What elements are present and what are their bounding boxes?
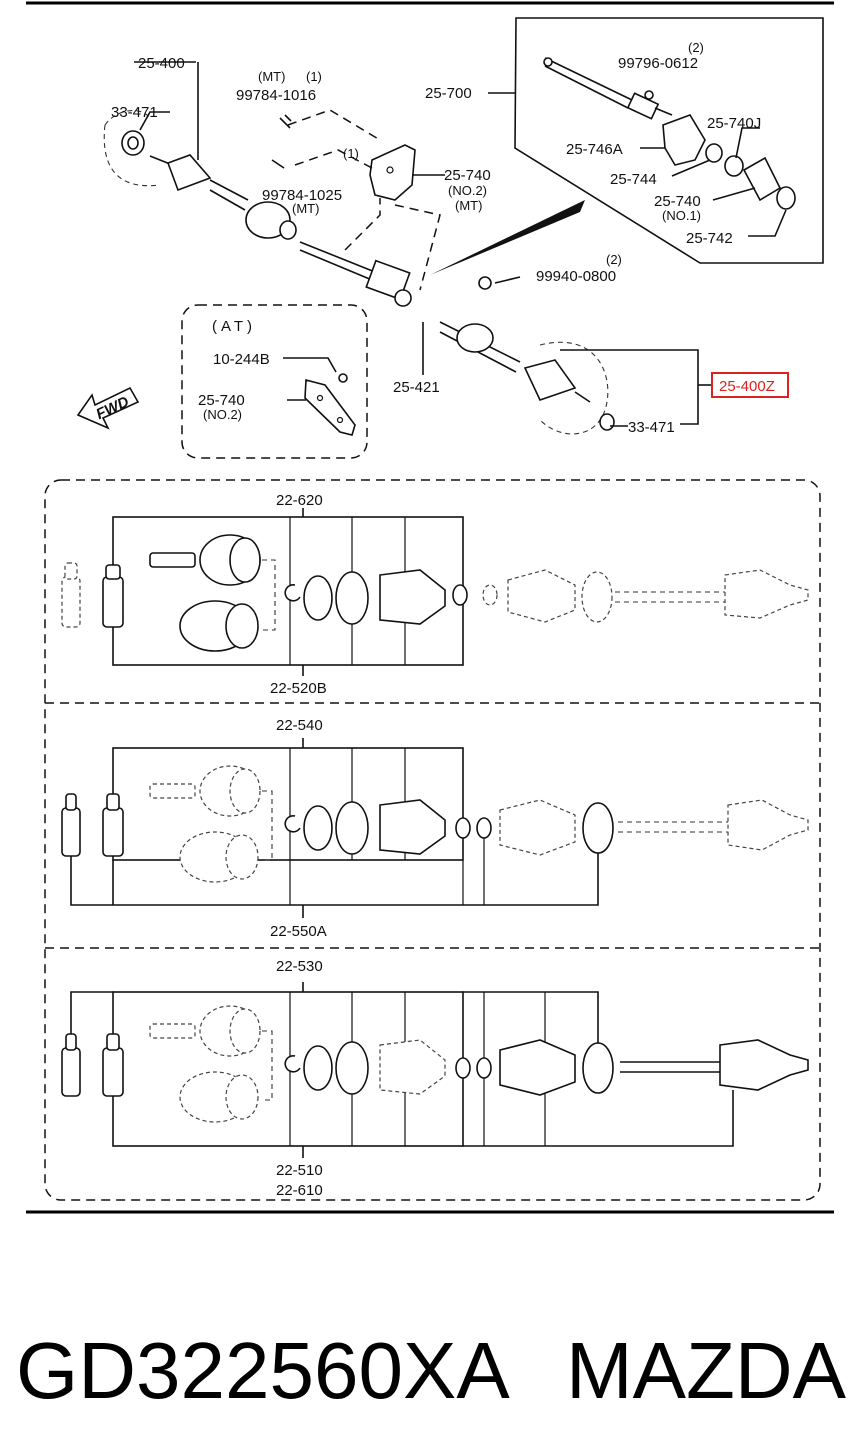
inset-at	[181, 304, 368, 459]
label-25-746a[interactable]: 25-746A	[566, 141, 623, 158]
section-22-620	[61, 508, 809, 676]
label-25-744[interactable]: 25-744	[610, 171, 657, 188]
label-99940-0800[interactable]: 99940-0800	[536, 268, 616, 285]
label-99784-1025[interactable]: 99784-1025	[262, 187, 342, 204]
exploded-panel	[44, 479, 821, 1201]
brand-name: MAZDA	[566, 1326, 847, 1415]
label-25-400[interactable]: 25-400	[138, 55, 185, 72]
label-25-700[interactable]: 25-700	[425, 85, 472, 102]
inset-25-700	[514, 17, 824, 264]
label-qty2-b: (2)	[606, 252, 622, 267]
label-25-740[interactable]: 25-740	[444, 167, 491, 184]
label-25-740-at[interactable]: 25-740	[198, 392, 245, 409]
label-22-520b[interactable]: 22-520B	[270, 680, 327, 697]
label-22-540[interactable]: 22-540	[276, 717, 323, 734]
label-22-620[interactable]: 22-620	[276, 492, 323, 509]
label-25-400z[interactable]: 25-400Z	[719, 378, 775, 395]
section-22-530	[61, 982, 809, 1158]
label-33-471-top[interactable]: 33-471	[111, 104, 158, 121]
label-mt-b: (MT)	[292, 201, 319, 216]
label-qty1-b: (1)	[343, 146, 359, 161]
label-22-510[interactable]: 22-510	[276, 1162, 323, 1179]
label-25-742[interactable]: 25-742	[686, 230, 733, 247]
label-25-421[interactable]: 25-421	[393, 379, 440, 396]
label-25-740j[interactable]: 25-740J	[707, 115, 761, 132]
upper-assembly	[103, 61, 712, 435]
fwd-arrow-icon: FWD	[76, 386, 140, 430]
label-22-550a[interactable]: 22-550A	[270, 923, 327, 940]
label-25-740-no1[interactable]: 25-740	[654, 193, 701, 210]
label-at: (AT)	[212, 318, 256, 335]
label-10-244b[interactable]: 10-244B	[213, 351, 270, 368]
section-22-540	[61, 738, 809, 918]
label-33-471-bot[interactable]: 33-471	[628, 419, 675, 436]
label-no1: (NO.1)	[662, 208, 701, 223]
label-22-610[interactable]: 22-610	[276, 1182, 323, 1199]
label-22-530[interactable]: 22-530	[276, 958, 323, 975]
label-99784-1016[interactable]: 99784-1016	[236, 87, 316, 104]
label-qty1-a: (1)	[306, 69, 322, 84]
label-99796-0612[interactable]: 99796-0612	[618, 55, 698, 72]
part-number: GD322560XA	[16, 1326, 510, 1415]
highlight-box	[711, 372, 789, 398]
label-mt-a: (MT)	[258, 69, 285, 84]
label-qty2-a: (2)	[688, 40, 704, 55]
label-mt-c: (MT)	[455, 198, 482, 213]
label-no2-a: (NO.2)	[448, 183, 487, 198]
label-no2-at: (NO.2)	[203, 407, 242, 422]
